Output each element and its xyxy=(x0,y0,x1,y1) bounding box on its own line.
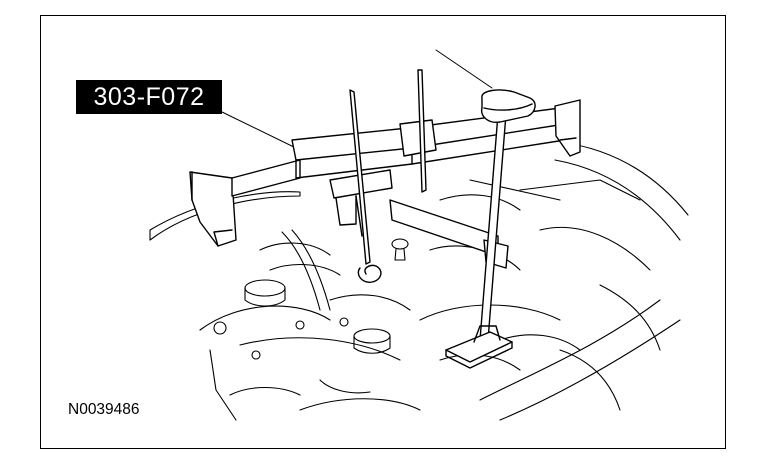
left-support-foot xyxy=(189,171,237,247)
engine-components xyxy=(213,229,581,396)
figure-number: N0039486 xyxy=(68,401,140,418)
center-slider-assembly xyxy=(329,69,437,283)
right-support-foot xyxy=(554,99,581,157)
support-crossbar xyxy=(231,107,566,197)
engine-bay-outline xyxy=(149,141,689,421)
lifting-base-plate xyxy=(445,325,513,369)
tool-callout-label: 303-F072 xyxy=(76,80,222,114)
hood-leader-line xyxy=(435,49,493,89)
callout-leader-line xyxy=(221,111,301,151)
